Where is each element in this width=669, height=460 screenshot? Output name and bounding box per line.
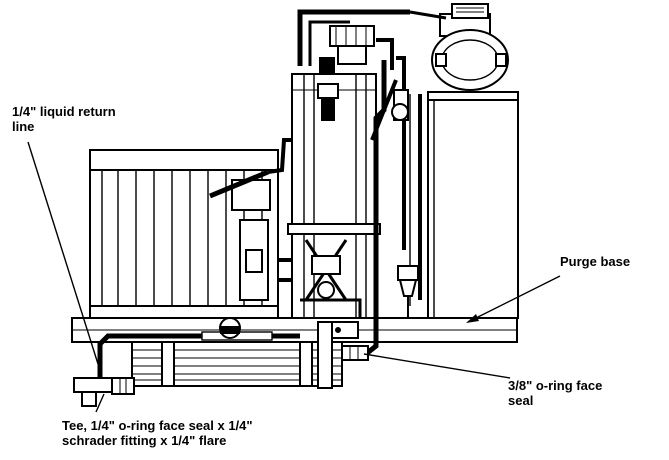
leader-tee — [95, 393, 105, 413]
condenser-unit — [89, 149, 279, 319]
callout-oring-line2: seal — [508, 393, 534, 408]
tee-fitting — [73, 377, 135, 407]
liquid-return-pipe — [97, 317, 300, 382]
callout-oring-face-seal: 3/8" o-ring face seal — [508, 378, 602, 408]
callout-liquid-return-line1: 1/4" liquid return — [12, 104, 116, 119]
leader-purge-base — [467, 275, 561, 323]
leader-lines — [27, 141, 561, 413]
oring-face-seal-fitting — [341, 345, 369, 361]
callout-liquid-return-line2: line — [12, 119, 35, 134]
compressor — [409, 3, 509, 91]
leader-liquid-return — [27, 141, 99, 365]
bottom-tube-bundle — [131, 321, 343, 389]
top-header-manifold — [297, 9, 410, 73]
callout-tee-fitting: Tee, 1/4" o-ring face seal x 1/4" schrad… — [62, 418, 253, 448]
liquid-line-loop — [364, 56, 409, 356]
service-valve — [397, 265, 419, 318]
callout-oring-line1: 3/8" o-ring face — [508, 378, 603, 393]
drain-valve-assembly — [300, 239, 362, 318]
callout-purge-base-line1: Purge base — [560, 254, 631, 269]
callout-liquid-return-line: 1/4" liquid return line — [12, 104, 116, 134]
receiver-cabinet — [409, 91, 519, 319]
callout-tee-line2: schrader fitting x 1/4" flare — [62, 433, 227, 448]
purge-tank — [287, 73, 381, 319]
leader-oring — [363, 353, 511, 379]
callout-tee-line1: Tee, 1/4" o-ring face seal x 1/4" — [62, 418, 253, 433]
callout-purge-base: Purge base — [560, 254, 630, 269]
